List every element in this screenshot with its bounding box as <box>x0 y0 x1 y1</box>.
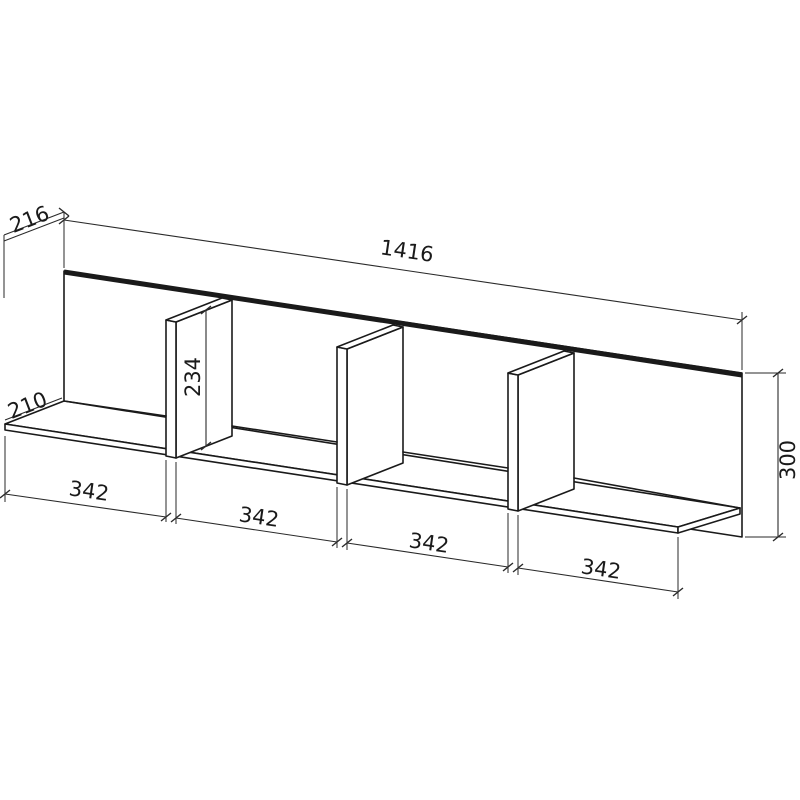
divider-3 <box>507 350 575 512</box>
dim-compartment-3: 342 <box>341 528 514 572</box>
shelf-back-line-3 <box>402 451 509 469</box>
back-panel-top-edge <box>63 269 743 378</box>
shelf-back-line-1 <box>63 400 167 417</box>
label-overall-width: 1416 <box>379 235 435 267</box>
label-compartment-4: 342 <box>579 554 622 584</box>
divider-1 <box>165 297 233 459</box>
dim-compartment-1: 342 <box>0 476 172 522</box>
dim-compartment-2: 342 <box>170 502 343 547</box>
dim-overall-depth: 216 <box>3 201 70 298</box>
dim-compartment-4: 342 <box>512 554 684 597</box>
shelf-geometry <box>4 269 743 538</box>
bottom-shelf-side-edge <box>677 507 741 534</box>
label-compartment-3: 342 <box>407 528 450 558</box>
dim-divider-height: 234 <box>181 305 212 451</box>
label-overall-depth: 216 <box>6 201 52 238</box>
label-divider-height: 234 <box>181 357 205 397</box>
divider-2 <box>336 324 404 486</box>
label-compartment-1: 342 <box>67 476 110 506</box>
shelf-back-line-2 <box>231 425 338 443</box>
label-compartment-2: 342 <box>237 502 280 532</box>
dim-overall-height: 300 <box>745 368 800 542</box>
label-overall-height: 300 <box>776 440 800 480</box>
shelf-back-line-4 <box>573 477 741 509</box>
